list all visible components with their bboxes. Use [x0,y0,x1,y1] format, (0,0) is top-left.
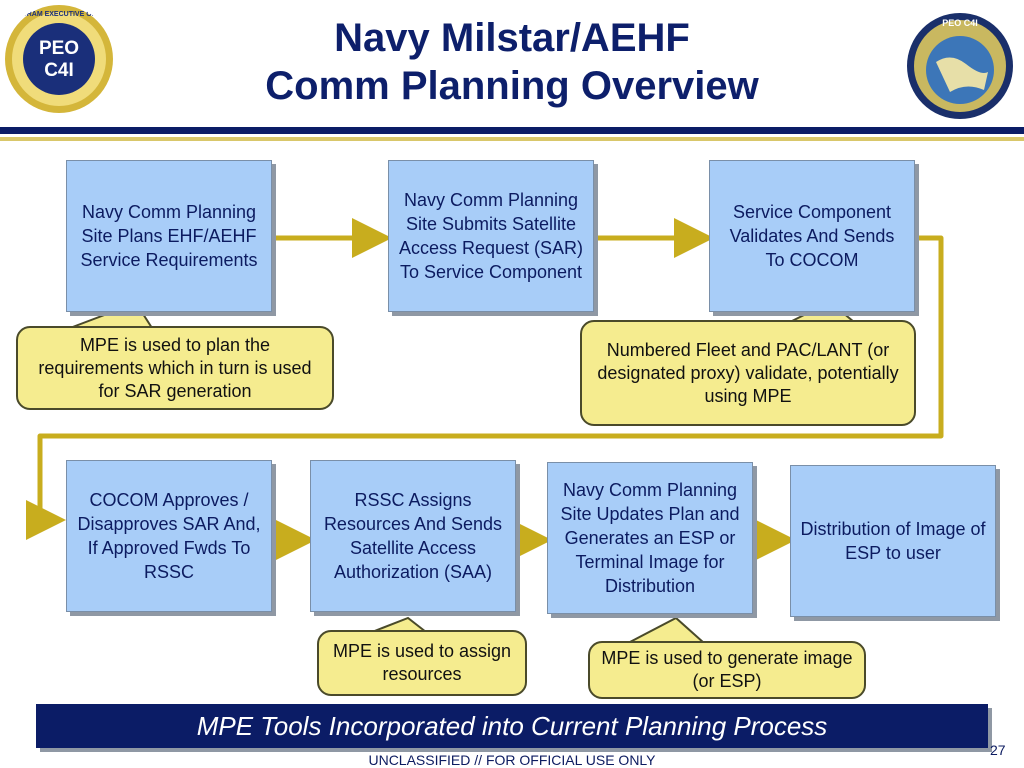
summary-banner: MPE Tools Incorporated into Current Plan… [36,704,988,748]
callout-2-text: Numbered Fleet and PAC/LANT (or designat… [597,339,899,406]
title-line-1: Navy Milstar/AEHF [334,16,690,60]
callout-plan-requirements: MPE is used to plan the requirements whi… [16,326,334,410]
step-submit-sar: Navy Comm Planning Site Submits Satellit… [388,160,594,312]
peo-c4i-logo-right: PEO C4I [907,13,1013,119]
page-number: 27 [990,742,1006,758]
callout-3-text: MPE is used to assign resources [332,641,512,684]
callout-assign-resources: MPE is used to assign resources [317,630,527,696]
logo-right-ring-text: PEO C4I [942,18,978,28]
step-plan-requirements: Navy Comm Planning Site Plans EHF/AEHF S… [66,160,272,312]
callout-validate: Numbered Fleet and PAC/LANT (or designat… [580,320,916,426]
page-title: Navy Milstar/AEHF Comm Planning Overview [150,14,874,110]
callout-pointer-4 [627,616,705,644]
step-distribution: Distribution of Image of ESP to user [790,465,996,617]
step-6-text: Navy Comm Planning Site Updates Plan and… [560,480,740,596]
banner-text: MPE Tools Incorporated into Current Plan… [196,710,828,741]
step-cocom-approve: COCOM Approves / Disapproves SAR And, If… [66,460,272,612]
step-7-text: Distribution of Image of ESP to user [800,519,986,563]
title-rule-navy [0,127,1024,134]
step-5-text: RSSC Assigns Resources And Sends Satelli… [323,490,503,582]
step-2-text: Navy Comm Planning Site Submits Satellit… [398,190,584,282]
callout-pointer-3 [371,616,427,633]
step-3-text: Service Component Validates And Sends To… [729,202,895,270]
callout-1-text: MPE is used to plan the requirements whi… [38,334,312,401]
step-service-component-validate: Service Component Validates And Sends To… [709,160,915,312]
peo-c4i-logo-left: PEO C4I PROGRAM EXECUTIVE OFFICE [5,5,113,113]
step-generate-esp: Navy Comm Planning Site Updates Plan and… [547,462,753,614]
logo-left-line2: C4I [44,60,74,81]
callout-generate-image: MPE is used to generate image (or ESP) [588,641,866,699]
logo-left-ring-text: PROGRAM EXECUTIVE OFFICE [6,11,112,18]
step-1-text: Navy Comm Planning Site Plans EHF/AEHF S… [80,202,258,270]
classification-footer: UNCLASSIFIED // FOR OFFICIAL USE ONLY [368,752,656,768]
step-rssc-assign: RSSC Assigns Resources And Sends Satelli… [310,460,516,612]
connector-s3-s4 [26,235,944,540]
callout-4-text: MPE is used to generate image (or ESP) [601,648,853,691]
title-line-2: Comm Planning Overview [265,64,759,108]
logo-left-line1: PEO [39,38,79,59]
title-rule-gold [0,137,1024,141]
step-4-text: COCOM Approves / Disapproves SAR And, If… [77,490,261,582]
